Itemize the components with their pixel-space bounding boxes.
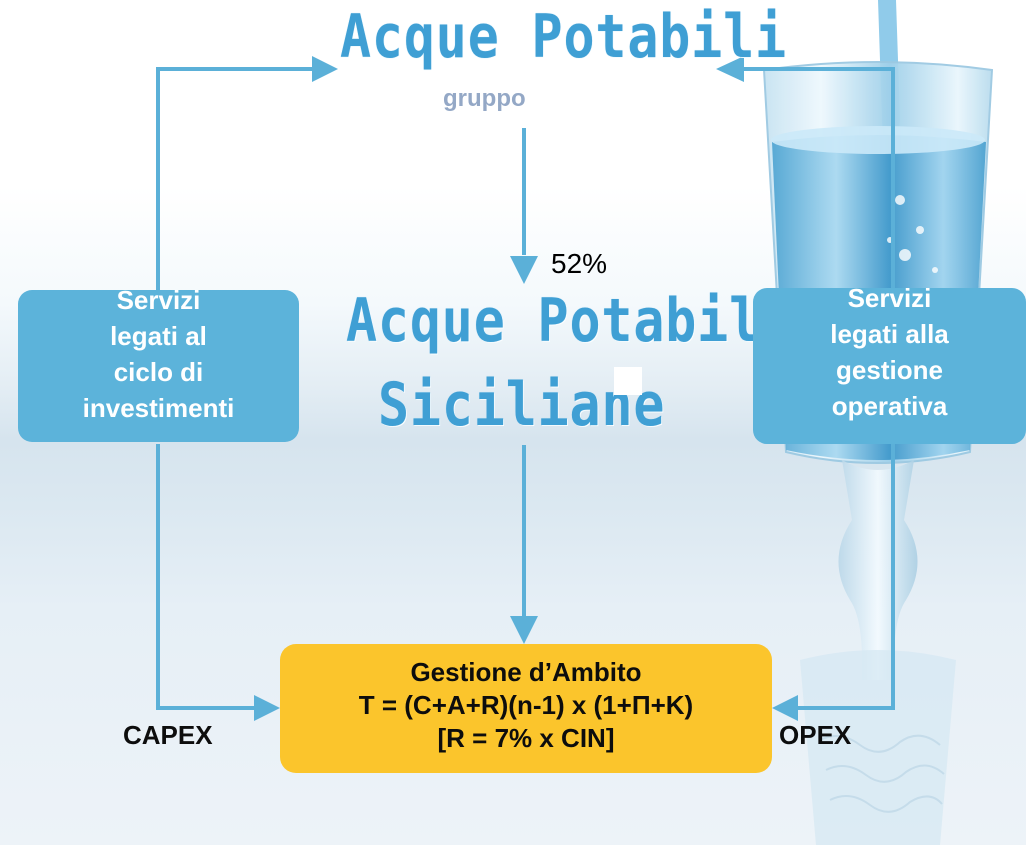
siciliane-logo-title: Acque Potabili [346, 286, 793, 356]
arrow-operations-to-opex [792, 444, 895, 710]
operational-services-line: legati alla [830, 319, 949, 349]
glass-stem [838, 460, 918, 680]
operational-services-box: Servizi legati alla gestione operativa [753, 283, 1026, 444]
acque-potabili-logo-subtitle: gruppo [443, 85, 526, 112]
investment-services-line: investimenti [82, 393, 235, 423]
arrowhead-siciliane [510, 256, 538, 284]
arrowhead-capex [254, 695, 280, 721]
investment-services-line: Servizi [116, 285, 201, 315]
operational-services-line: Servizi [847, 283, 932, 313]
arrowhead-group-left [312, 56, 338, 82]
gestione-ambito-title: Gestione d’Ambito [410, 657, 642, 687]
gestione-ambito-box: Gestione d’Ambito T = (C+A+R)(n-1) x (1+… [280, 644, 772, 773]
stake-percentage: 52% [551, 248, 608, 279]
acque-potabili-logo-title: Acque Potabili [340, 2, 787, 72]
capex-label: CAPEX [123, 720, 213, 750]
arrow-investments-to-capex [156, 444, 258, 710]
arrow-operations-to-group [742, 67, 895, 288]
operational-services-line: gestione [836, 355, 943, 385]
opex-label: OPEX [779, 720, 852, 750]
logo-square-mark [614, 367, 642, 395]
arrowhead-group-right [716, 56, 744, 82]
arrowhead-opex [772, 695, 798, 721]
investment-services-box: Servizi legati al ciclo di investimenti [18, 285, 299, 442]
investment-services-line: legati al [110, 321, 207, 351]
arrow-investments-to-group [156, 67, 318, 290]
tariff-formula: T = (C+A+R)(n-1) x (1+Π+K) [358, 690, 694, 720]
operational-services-line: operativa [831, 391, 948, 421]
arrowhead-ambito [510, 616, 538, 644]
investment-services-line: ciclo di [113, 357, 204, 387]
return-formula-note: [R = 7% x CIN] [437, 723, 615, 753]
